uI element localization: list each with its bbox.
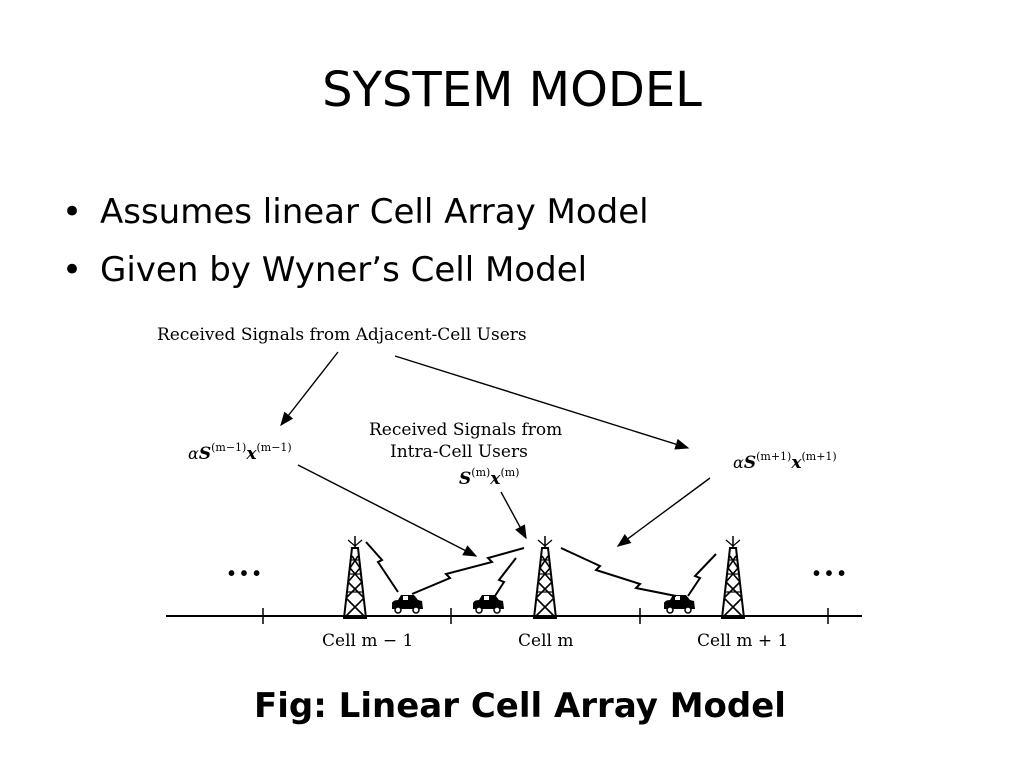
tower-icon <box>533 535 557 619</box>
equation-right: αS(m+1)x(m+1) <box>733 450 837 473</box>
car-icon <box>663 594 696 614</box>
arrow-adjacent-left <box>280 351 339 427</box>
ellipsis-right: • • • <box>813 563 845 585</box>
intra-cell-label-line1: Received Signals from <box>369 420 562 440</box>
eq-right-s: S <box>744 453 756 473</box>
arrow-center-to-cell <box>500 491 527 540</box>
tower-icon <box>721 535 745 619</box>
bullet-text: Given by Wyner’s Cell Model <box>100 250 588 290</box>
lightning-icon <box>560 547 677 597</box>
lightning-icon <box>494 557 517 597</box>
eq-left-x: x <box>245 444 257 464</box>
eq-center-x-sup: (m) <box>500 466 519 479</box>
eq-left-alpha: α <box>188 444 199 463</box>
car-icon <box>391 594 424 614</box>
eq-right-s-sup: (m+1) <box>756 450 791 463</box>
eq-right-x-sup: (m+1) <box>801 450 836 463</box>
linear-cell-array-figure: Received Signals from Adjacent-Cell User… <box>150 312 880 662</box>
adjacent-cell-label: Received Signals from Adjacent-Cell User… <box>157 325 527 345</box>
bullet-text: Assumes linear Cell Array Model <box>100 192 649 232</box>
ellipsis-left: • • • <box>228 563 260 585</box>
eq-right-alpha: α <box>733 453 744 472</box>
bullet-list: • Assumes linear Cell Array Model • Given … <box>62 183 649 299</box>
slide-title: SYSTEM MODEL <box>322 62 702 118</box>
bullet-dot: • <box>62 192 83 232</box>
eq-right-x: x <box>790 453 802 473</box>
equation-center: S(m)x(m) <box>459 466 519 489</box>
equation-left: αS(m−1)x(m−1) <box>188 441 292 464</box>
eq-left-s-sup: (m−1) <box>211 441 246 454</box>
lightning-icon <box>687 553 717 597</box>
cell-label-prev: Cell m − 1 <box>322 631 413 651</box>
eq-center-s-sup: (m) <box>471 466 490 479</box>
lightning-icon <box>411 547 525 595</box>
eq-center-x: x <box>489 469 501 489</box>
eq-left-s: S <box>199 444 211 464</box>
cell-label-current: Cell m <box>518 631 573 651</box>
bullet-item: • Assumes linear Cell Array Model <box>62 183 649 241</box>
bullet-dot: • <box>62 250 83 290</box>
tower-icon <box>343 535 367 619</box>
arrow-left-to-cell <box>297 464 478 557</box>
intra-cell-label-line2: Intra-Cell Users <box>390 442 528 462</box>
arrow-adjacent-right <box>394 355 690 450</box>
lightning-icon <box>365 541 399 593</box>
lightning-bolts <box>365 541 717 597</box>
signal-arrows <box>280 351 711 557</box>
arrow-right-to-cell <box>616 477 711 547</box>
baseline-ticks <box>262 608 829 624</box>
bullet-item: • Given by Wyner’s Cell Model <box>62 241 649 299</box>
car-icon <box>472 594 505 614</box>
figure-caption: Fig: Linear Cell Array Model <box>254 686 786 726</box>
eq-left-x-sup: (m−1) <box>256 441 291 454</box>
cell-label-next: Cell m + 1 <box>697 631 788 651</box>
eq-center-s: S <box>459 469 471 489</box>
